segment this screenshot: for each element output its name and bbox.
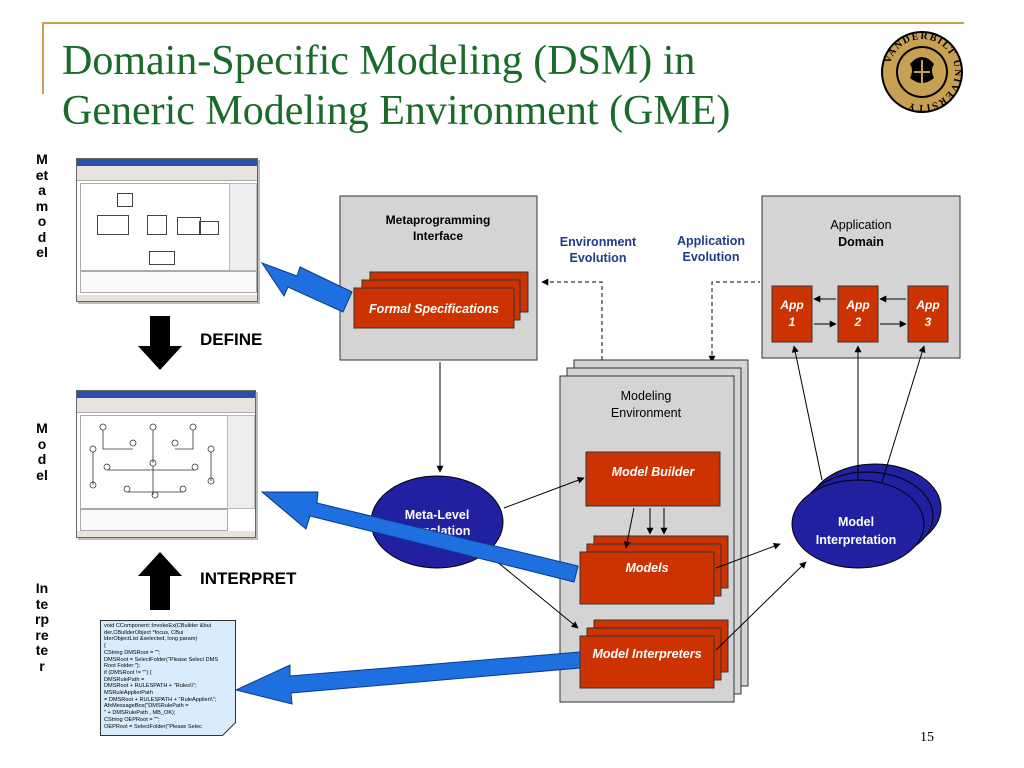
model-screenshot	[76, 390, 256, 538]
slide-title-line-2: Generic Modeling Environment (GME)	[62, 88, 731, 134]
slide-title: Domain-Specific Modeling (DSM) in Generi…	[62, 36, 730, 136]
application-evolution-line2: Evolution	[683, 250, 740, 264]
metaprogramming-title-line2: Interface	[413, 229, 463, 243]
svg-text:2: 2	[854, 315, 862, 329]
define-label: DEFINE	[200, 330, 263, 349]
code-line: CString DMSRoot = "";	[104, 649, 161, 656]
metamodel-screenshot	[76, 158, 258, 302]
svg-text:App: App	[779, 298, 803, 312]
environment-evolution-line1: Environment	[560, 235, 637, 249]
formal-specifications-box	[353, 287, 515, 329]
models-box	[579, 551, 715, 605]
app2-box	[837, 285, 879, 343]
slide-title-line-1: Domain-Specific Modeling (DSM) in	[62, 38, 696, 84]
model-interpretation-line2: Interpretation	[816, 533, 897, 547]
interpreter-side-label: Interpreter	[35, 580, 49, 674]
modeling-environment-line1: Modeling	[621, 389, 672, 403]
code-line: Root Folder:");	[104, 663, 141, 670]
model-interpreters-label: Model Interpreters	[592, 647, 701, 661]
code-line: MSRuleApplierPath	[104, 690, 153, 697]
model-builder-box	[585, 451, 721, 507]
vanderbilt-seal-logo: VANDERBILT UNIVERSITY	[881, 31, 963, 113]
meta-level-line1: Meta-Level	[405, 508, 470, 522]
code-line: = DMSRoot + RULESPATH + "RuleApplier\\";	[104, 696, 217, 703]
code-line: CString OEPRoot = "";	[104, 716, 160, 723]
environment-evolution-line2: Evolution	[570, 251, 627, 265]
models-label: Models	[625, 561, 668, 575]
title-side-rule	[42, 22, 44, 94]
app1-box	[771, 285, 813, 343]
model-interpreters-box	[579, 635, 715, 689]
metamodel-side-label: Metamodel	[35, 151, 49, 260]
code-line: DMSRoot = SelectFolder("Please Select DM…	[104, 656, 219, 663]
code-line: void CComponent::InvokeEx(CBuilder &bui	[104, 623, 211, 629]
code-line: " + DMSRulePath , MB_OK);	[104, 710, 176, 717]
svg-text:App: App	[915, 298, 939, 312]
interpreter-code-card: void CComponent::InvokeEx(CBuilder &bui …	[100, 620, 236, 736]
svg-text:App: App	[845, 298, 869, 312]
code-line: der,CBuilderObject *focus, CBui	[104, 629, 184, 636]
code-line: DMSRoot + RULESPATH + "Rules\\";	[104, 683, 197, 690]
code-line: DMSRulePath =	[104, 676, 145, 683]
code-line: OEPRoot = SelectFolder("Please Selec	[104, 723, 202, 730]
blue-arrow-to-model	[260, 491, 579, 583]
model-builder-label: Model Builder	[612, 465, 696, 479]
svg-text:1: 1	[789, 315, 796, 329]
model-side-label: Model	[36, 420, 48, 483]
blue-arrow-to-interpreter	[234, 651, 581, 705]
application-domain-line1: Application	[830, 218, 891, 232]
code-line: if (DMSRoot != "") {	[104, 669, 152, 676]
app3-box	[907, 285, 949, 343]
metaprogramming-title-line1: Metaprogramming	[386, 213, 491, 227]
application-domain-line2: Domain	[838, 235, 884, 249]
page-number: 15	[920, 730, 934, 745]
code-line: {	[104, 643, 106, 650]
interpret-up-arrow	[138, 552, 182, 610]
code-line: lderObjectList &selected, long param)	[104, 636, 198, 643]
title-rule	[42, 22, 964, 24]
blue-arrow-to-metamodel	[260, 261, 353, 313]
formal-specifications-label: Formal Specifications	[369, 302, 499, 316]
define-down-arrow	[138, 316, 182, 370]
modeling-environment-line2: Environment	[611, 406, 682, 420]
interpret-label: INTERPRET	[200, 569, 297, 588]
code-card-folded-corner	[222, 722, 236, 736]
model-interpretation-line1: Model	[838, 515, 874, 529]
application-evolution-line1: Application	[677, 234, 745, 248]
code-line: AfxMessageBox("DMSRulePath =	[104, 703, 189, 710]
svg-text:3: 3	[925, 315, 932, 329]
